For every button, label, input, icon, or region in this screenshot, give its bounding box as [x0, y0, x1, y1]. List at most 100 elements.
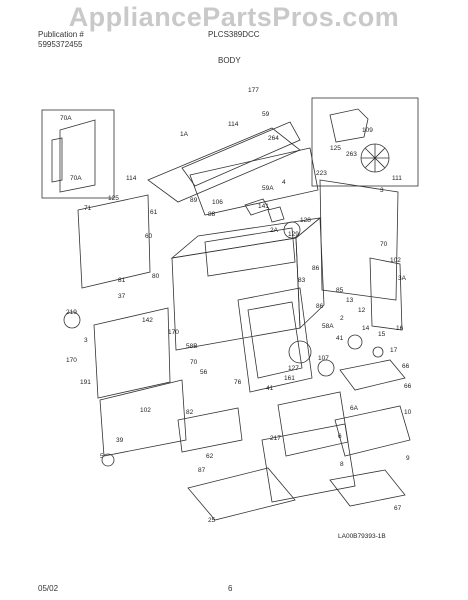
callout: 66 [402, 363, 410, 370]
callout: 76 [234, 379, 242, 386]
callout: 89 [190, 197, 198, 204]
section-title: BODY [218, 56, 241, 65]
front-frame-83 [237, 287, 313, 393]
bottom-panel-3 [93, 307, 171, 399]
footer-page: 6 [228, 584, 233, 593]
callout: 5 [100, 453, 104, 460]
callout: 85 [336, 287, 344, 294]
callout: 3 [84, 337, 88, 344]
publication-number: 5995372455 [38, 40, 83, 49]
callout: 2 [340, 315, 344, 322]
broil-rack-6 [261, 423, 356, 503]
callout: 107 [318, 355, 329, 362]
callout: 6A [350, 405, 359, 412]
callout: 125 [108, 195, 119, 202]
callout: 71 [84, 205, 92, 212]
callout: 170 [66, 357, 77, 364]
callout: 60 [145, 233, 153, 240]
broil-element-66 [339, 359, 406, 391]
bake-element-67 [329, 469, 406, 507]
callout: 2A [270, 227, 279, 234]
callout: 114 [126, 175, 137, 182]
drawer-housing-102 [99, 379, 187, 457]
callout: 217 [270, 435, 281, 442]
inset-box-side-panel [41, 109, 115, 199]
callout: 61 [150, 209, 158, 216]
callout: 70A [60, 115, 72, 122]
callout: 15 [378, 331, 386, 338]
leveler-39 [101, 453, 115, 467]
callout: 125 [330, 145, 341, 152]
callout: 9 [406, 455, 410, 462]
callout: 25 [208, 517, 216, 524]
watermark: AppliancePartsPros.com [68, 2, 400, 32]
callout: 10 [404, 409, 412, 416]
callout: 82 [186, 409, 194, 416]
callout: 62 [206, 453, 214, 460]
part-219 [63, 311, 81, 329]
callout: 67 [394, 505, 402, 512]
callout: 3 [380, 187, 384, 194]
callout: 86 [316, 303, 324, 310]
callout: 111 [392, 175, 402, 182]
callout: 70A [70, 175, 82, 182]
callout: 83 [298, 277, 306, 284]
top-frame-264 [189, 147, 319, 216]
callout: 102 [390, 257, 401, 264]
callout: 58B [186, 343, 198, 350]
callout: 3A [398, 275, 407, 282]
callout: 161 [284, 375, 295, 382]
callout: 14 [362, 325, 370, 332]
inset-panel-70a [59, 119, 96, 193]
callout: 80 [152, 273, 160, 280]
callout: 86 [312, 265, 320, 272]
publication-label: Publication # [38, 30, 84, 39]
callout: 13 [346, 297, 354, 304]
callout: 142 [142, 317, 153, 324]
callout: 87 [198, 467, 206, 474]
callout: 6 [338, 433, 342, 440]
callout: 141 [258, 203, 269, 210]
callout: 114 [228, 121, 239, 128]
callout: 4 [282, 179, 286, 186]
callout: 16 [396, 325, 404, 332]
callout: 88 [208, 211, 216, 218]
broiler-pan-9 [334, 405, 411, 457]
side-panel-71 [77, 194, 151, 289]
inset-box-fan-motor [311, 97, 419, 187]
callout: 191 [80, 379, 91, 386]
callout: 58A [322, 323, 334, 330]
callout: 1A [180, 131, 189, 138]
callout: 41 [266, 385, 274, 392]
model-number: PLCS389DCC [208, 30, 260, 39]
callout: 106 [212, 199, 223, 206]
callout: 70 [190, 359, 198, 366]
footer-date: 05/02 [38, 584, 59, 593]
door-gasket-127 [288, 340, 312, 364]
callout: 263 [346, 151, 357, 158]
oven-rack-6a [277, 391, 349, 457]
callout: 127 [288, 365, 299, 372]
callout: 81 [118, 277, 126, 284]
callout: 170 [168, 329, 179, 336]
callout: 37 [118, 293, 126, 300]
callout: 128 [300, 217, 311, 224]
callout: 59A [262, 185, 274, 192]
callout: 8 [340, 461, 344, 468]
callout: 223 [316, 170, 327, 177]
callout: 59 [262, 111, 270, 118]
callout: 12 [358, 307, 366, 314]
callout: 177 [248, 87, 259, 94]
callout: 56 [200, 369, 208, 376]
drip-tray-25 [187, 467, 296, 521]
diagram-code: LA00B79393-1B [338, 533, 386, 540]
callout: 129 [288, 231, 299, 238]
callout: 39 [116, 437, 124, 444]
bracket-3a [369, 257, 403, 331]
callout: 41 [336, 335, 344, 342]
burner-block-82 [177, 407, 243, 453]
callout: 70 [380, 241, 388, 248]
callout: 17 [390, 347, 398, 354]
side-panel-70 [319, 179, 399, 301]
callout: 264 [268, 135, 279, 142]
